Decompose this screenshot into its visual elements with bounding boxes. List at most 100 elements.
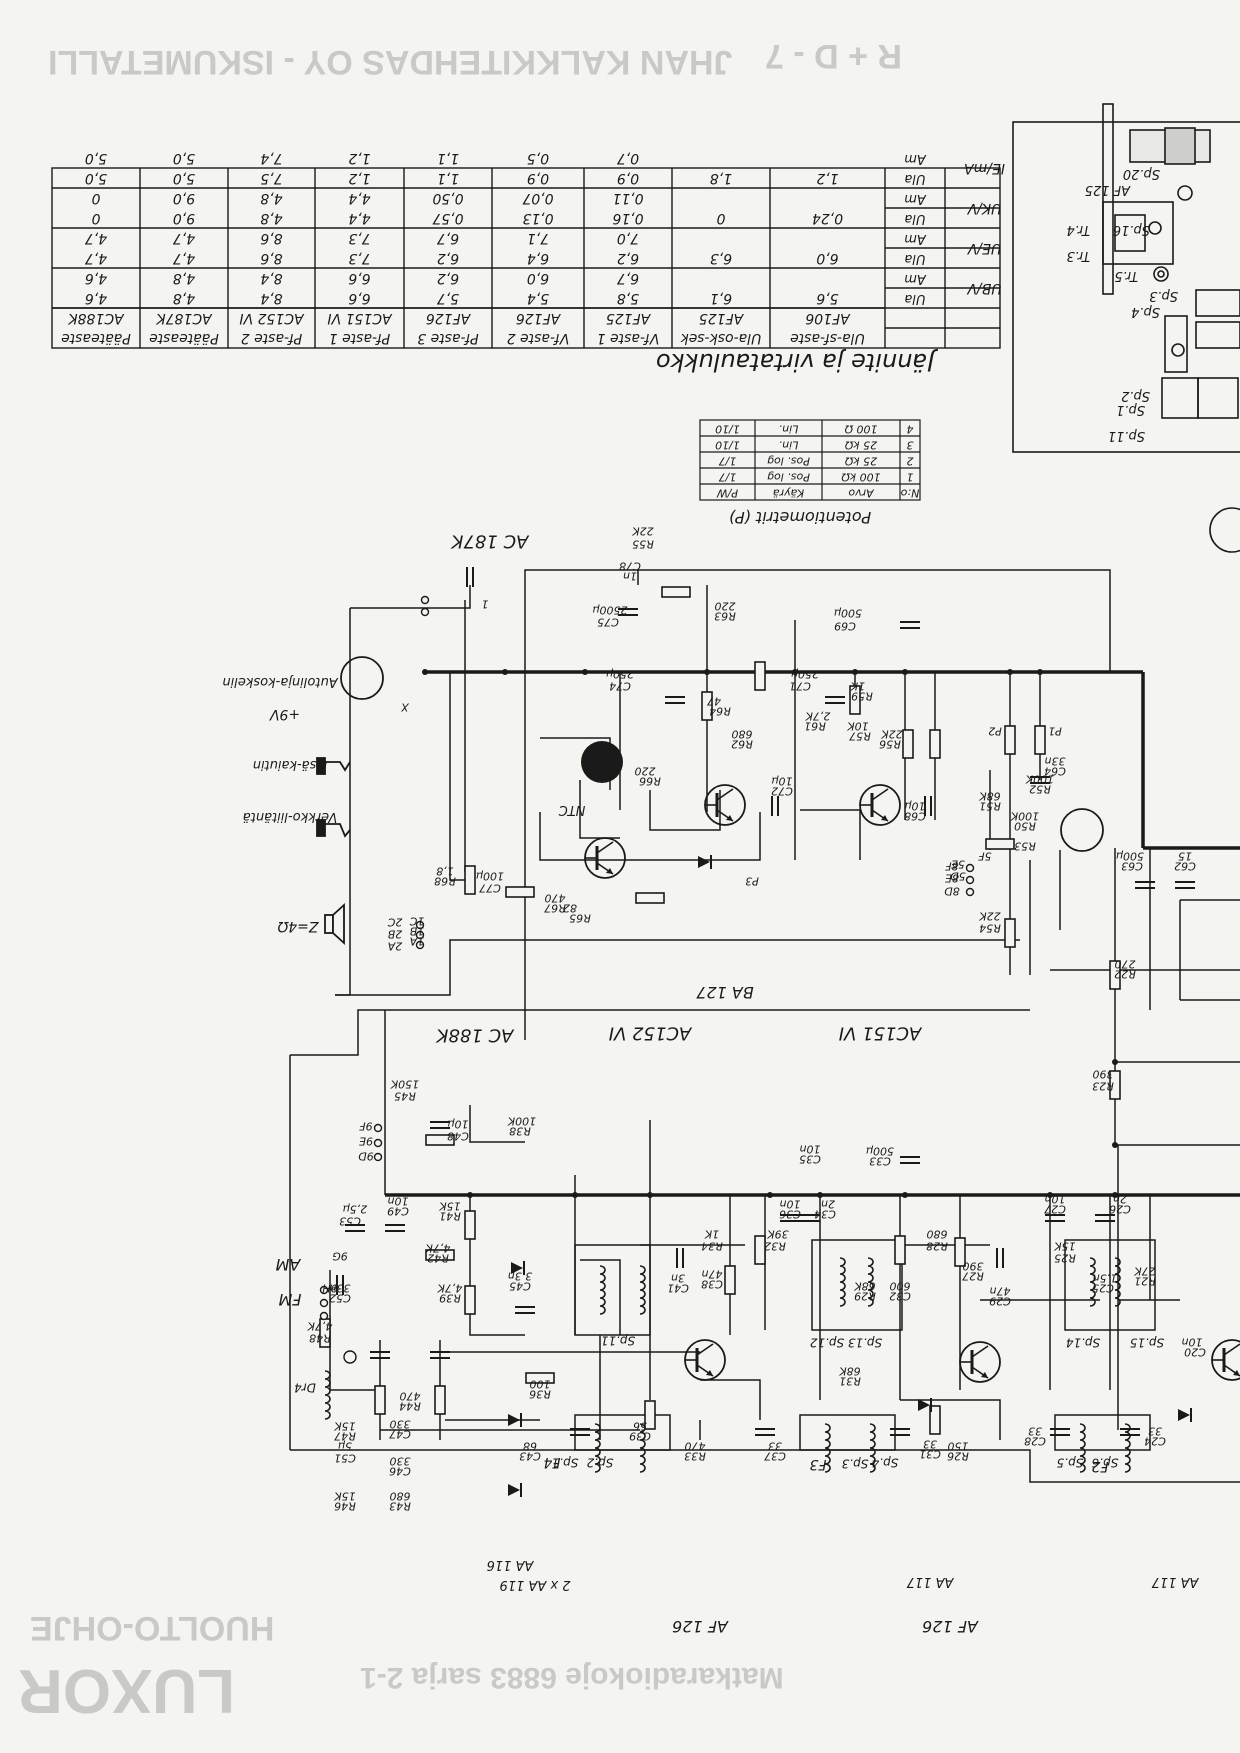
label-sp3: Sp.3 (1149, 288, 1178, 303)
label-sp-coil: Sp.2 (587, 1456, 614, 1470)
pot-table-cell: 1/10 (715, 438, 740, 451)
component-label: R57 (849, 729, 871, 742)
component-label: 4,7K (425, 1241, 450, 1254)
table-value-cell: 5,0 (173, 150, 195, 166)
table-value-cell: 6,6 (348, 290, 370, 306)
component-label: 22K (881, 727, 903, 740)
component-label: R29 (854, 1289, 876, 1302)
component-label: R21 (1134, 1274, 1156, 1287)
component-label: C51 (334, 1451, 356, 1464)
label-autolinja: Autolinja-koskelin (222, 674, 338, 689)
switch-contact-label: 2B (388, 927, 403, 940)
table-value-cell: 1,2 (816, 170, 838, 186)
component-label: C75 (597, 615, 619, 628)
table-value-cell: 1,1 (437, 170, 459, 186)
component-label: 68K (839, 1364, 861, 1377)
table-row-unit: Am (904, 151, 927, 166)
switch-contact-label: 1C (409, 914, 424, 927)
table-value-cell: 8,4 (260, 270, 282, 286)
label-fm: FM (278, 1290, 301, 1309)
label-sp11: Sp.11 (1108, 428, 1145, 443)
table-value-cell: 6,7 (437, 230, 459, 246)
component-label: C77 (479, 881, 501, 894)
component-label: 10n (1181, 1335, 1202, 1348)
component-label: 2n (821, 1197, 835, 1210)
label-tr4: Tr.4 (1067, 222, 1091, 237)
component-label: R46 (334, 1499, 356, 1512)
component-label: R39 (439, 1291, 461, 1304)
component-label: C53 (339, 1214, 361, 1227)
table-value-cell: 5,0 (85, 150, 107, 166)
voltage-current-table: Ula-sf-asteAF106Ula-osk-sekAF125Vf-aste … (51, 150, 1005, 349)
table-value-cell: 8,4 (260, 290, 282, 306)
component-label: 33n (329, 1281, 350, 1294)
component-label: C26 (1109, 1202, 1131, 1215)
component-label: 10μ (448, 1117, 469, 1130)
table-transistor-header: AF106 (805, 310, 850, 326)
label-sp2: Sp.2 (1121, 388, 1150, 403)
table-stage-header: Ula-sf-aste (790, 330, 865, 346)
component-label: C35 (799, 1152, 821, 1165)
table-value-cell: 7,1 (527, 230, 549, 246)
component-label: 47 (707, 694, 721, 707)
switch-contact-label: 2A (388, 939, 403, 952)
table-value-cell: 4,4 (348, 190, 370, 206)
component-label: 33 (1148, 1424, 1162, 1437)
table-value-cell: 7,3 (348, 230, 370, 246)
table-value-cell: 6,0 (527, 270, 549, 286)
component-label: R27 (962, 1269, 984, 1282)
component-label: 4,7K (437, 1281, 462, 1294)
component-label: C64 (1044, 764, 1066, 777)
table-value-cell: 1,2 (348, 150, 370, 166)
component-label: R43 (389, 1499, 411, 1512)
component-label: 33 (768, 1439, 782, 1452)
jack-icon (316, 757, 351, 838)
pot-table-cell: 1 (907, 470, 914, 483)
component-label: 680 (927, 1227, 948, 1240)
switch-contact-label: 8D (944, 884, 959, 897)
component-label: C74 (609, 679, 631, 692)
component-label: R68 (434, 874, 456, 887)
component-label: 22K (632, 524, 654, 537)
pot-table-cell: 1/7 (719, 454, 737, 467)
label-sp20: Sp.20 (1123, 166, 1160, 181)
label-lisakaiutin: Lisä-kaiutin (253, 757, 328, 772)
voltage-table-title: Jännite ja virtataulukko (656, 348, 938, 376)
label-f4: F4 (544, 1454, 561, 1470)
speaker-icon (324, 902, 345, 946)
component-label: 68 (523, 1439, 537, 1452)
component-label: C72 (771, 784, 793, 797)
table-value-cell: 0,9 (617, 170, 639, 186)
table-value-cell: 0 (716, 210, 725, 226)
component-label: 2,7K (805, 709, 830, 722)
component-label: 470 (545, 891, 566, 904)
component-label: R33 (684, 1449, 706, 1462)
component-label: R28 (926, 1239, 948, 1252)
switch-contact-label: 2C (387, 915, 402, 928)
table-stage-header: Pääteaste (149, 330, 219, 346)
label-af126-a: AF 126 (672, 1617, 729, 1636)
component-label: R38 (509, 1124, 531, 1137)
component-label: C33 (869, 1154, 891, 1167)
label-aa117-a: AA 117 (906, 1574, 954, 1589)
component-label: C68 (904, 809, 926, 822)
switch-contact-label: 8E (945, 871, 959, 884)
component-label: 390 (963, 1259, 984, 1272)
component-label: R23 (1092, 1079, 1114, 1092)
component-symbols (316, 566, 1240, 1498)
component-label: C41 (667, 1281, 689, 1294)
table-stage-header: Vf-aste 2 (507, 330, 570, 346)
label-tr3: Tr.3 (1067, 248, 1091, 263)
component-label: 33n (1044, 754, 1065, 767)
table-value-cell: 6,2 (437, 270, 459, 286)
switch-contact-label: 9H (322, 1281, 337, 1294)
component-label: R67 (544, 901, 566, 914)
label-sp4: Sp.4 (1131, 304, 1160, 319)
component-label: 680 (390, 1489, 411, 1502)
table-value-cell: 4,7 (85, 250, 107, 266)
table-value-cell: 0,9 (527, 170, 549, 186)
pot-table-cell: 3 (907, 438, 914, 451)
din-connector-icon (340, 656, 384, 700)
